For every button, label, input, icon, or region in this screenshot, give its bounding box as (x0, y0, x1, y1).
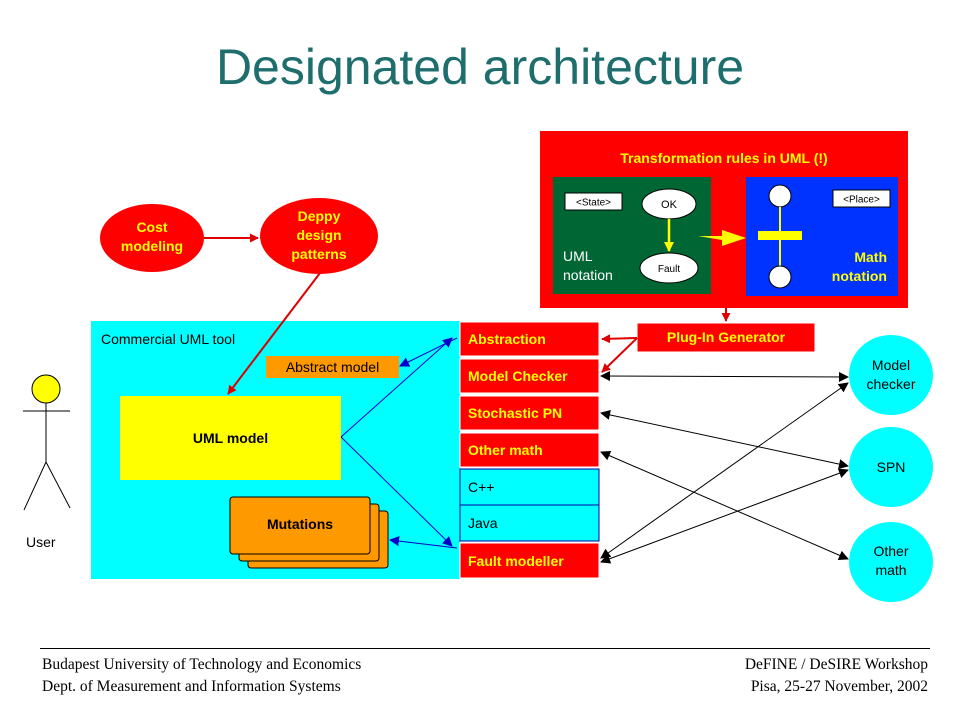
state-tag: <State> (576, 198, 611, 209)
model-checker-label-1: Model (872, 357, 910, 373)
place-top (768, 184, 792, 208)
fault-to-spn-link (600, 468, 849, 564)
module-abstraction-box (459, 321, 600, 357)
module-stochastic-pn-box (459, 395, 600, 431)
uml-to-fault-modeller-arrow (340, 436, 453, 547)
other-math-label-1: Other (873, 543, 908, 559)
cost-modeling-label-1: Cost (136, 219, 167, 235)
other-math-link (600, 450, 849, 561)
abstract-model-label: Abstract model (286, 359, 379, 375)
plugin-to-abstraction-arrow (601, 334, 638, 344)
fault-modeller-to-mutations-arrow (389, 536, 458, 549)
deppy-label-1: Deppy (298, 208, 341, 224)
fault-state-label: Fault (658, 264, 680, 275)
place-tag: <Place> (843, 195, 880, 206)
module-other-math-box (459, 432, 600, 468)
uml-notation-label-1: UML (563, 248, 593, 264)
math-notation-label-1: Math (854, 249, 887, 265)
deppy-label-3: patterns (291, 246, 346, 262)
transformation-title: Transformation rules in UML (!) (620, 150, 827, 166)
deppy-label-2: design (296, 227, 341, 243)
footer-workshop: DeFINE / DeSIRE Workshop (744, 656, 928, 673)
model-checker-node (849, 335, 933, 415)
uml-to-abstraction-arrow (340, 337, 453, 438)
abstract-model-box (266, 356, 399, 378)
module-java-label: Java (468, 515, 498, 531)
uml-notation-label-2: notation (563, 267, 613, 283)
module-other-math-label: Other math (468, 442, 543, 458)
other-math-label-2: math (875, 562, 906, 578)
fault-state (639, 252, 699, 284)
abstraction-to-abstract-model-arrow (399, 337, 458, 367)
footer-department: Dept. of Measurement and Information Sys… (42, 678, 341, 695)
cost-modeling-node (100, 204, 204, 272)
uml-model-label: UML model (193, 430, 268, 446)
footer-divider (40, 648, 930, 649)
commercial-uml-tool-label: Commercial UML tool (101, 331, 235, 347)
footer-left: Budapest University of Technology and Ec… (42, 654, 361, 698)
stochastic-pn-link (600, 409, 849, 470)
math-notation-label-2: notation (832, 268, 887, 284)
uml-model-box (120, 396, 341, 480)
user-label: User (26, 534, 56, 550)
model-checker-link (600, 371, 849, 382)
module-stochastic-pn-label: Stochastic PN (468, 405, 562, 421)
place-bottom (768, 265, 792, 289)
user-icon (23, 374, 71, 511)
plugin-to-model-checker-arrow (601, 337, 638, 373)
other-math-node (849, 522, 933, 602)
deppy-patterns-node (260, 198, 378, 274)
transform-arrow-icon (698, 230, 746, 246)
footer-venue-date: Pisa, 25-27 November, 2002 (750, 678, 928, 695)
module-column: Abstraction Model Checker Stochastic PN … (459, 321, 600, 579)
footer-university: Budapest University of Technology and Ec… (42, 656, 362, 673)
module-fault-modeller-label: Fault modeller (468, 553, 564, 569)
page-title: Designated architecture (215, 39, 745, 95)
module-model-checker-label: Model Checker (468, 368, 568, 384)
state-tag-box (564, 192, 623, 211)
cost-modeling-label-2: modeling (121, 238, 183, 254)
plugin-generator-label: Plug-In Generator (667, 329, 786, 345)
place-tag-box (832, 189, 891, 208)
deppy-to-uml-arrow (227, 272, 321, 395)
model-checker-label-2: checker (866, 376, 915, 392)
module-abstraction-label: Abstraction (468, 331, 546, 347)
module-java-box (459, 504, 600, 542)
petri-transition (758, 231, 802, 240)
plugin-generator-box (636, 322, 816, 353)
module-fault-modeller-box (459, 542, 600, 579)
spn-node (849, 427, 933, 507)
mutations-label: Mutations (267, 516, 333, 532)
module-cpp-label: C++ (468, 479, 494, 495)
spn-label: SPN (877, 459, 906, 475)
mutations-stack: Mutations (229, 496, 389, 569)
footer-right: DeFINE / DeSIRE Workshop Pisa, 25-27 Nov… (745, 654, 928, 698)
ok-state-label: OK (661, 199, 678, 211)
module-model-checker-box (459, 358, 600, 394)
fault-to-model-checker-link (600, 382, 849, 559)
transformation-rules-panel: Transformation rules in UML (!) <State> … (540, 131, 908, 308)
